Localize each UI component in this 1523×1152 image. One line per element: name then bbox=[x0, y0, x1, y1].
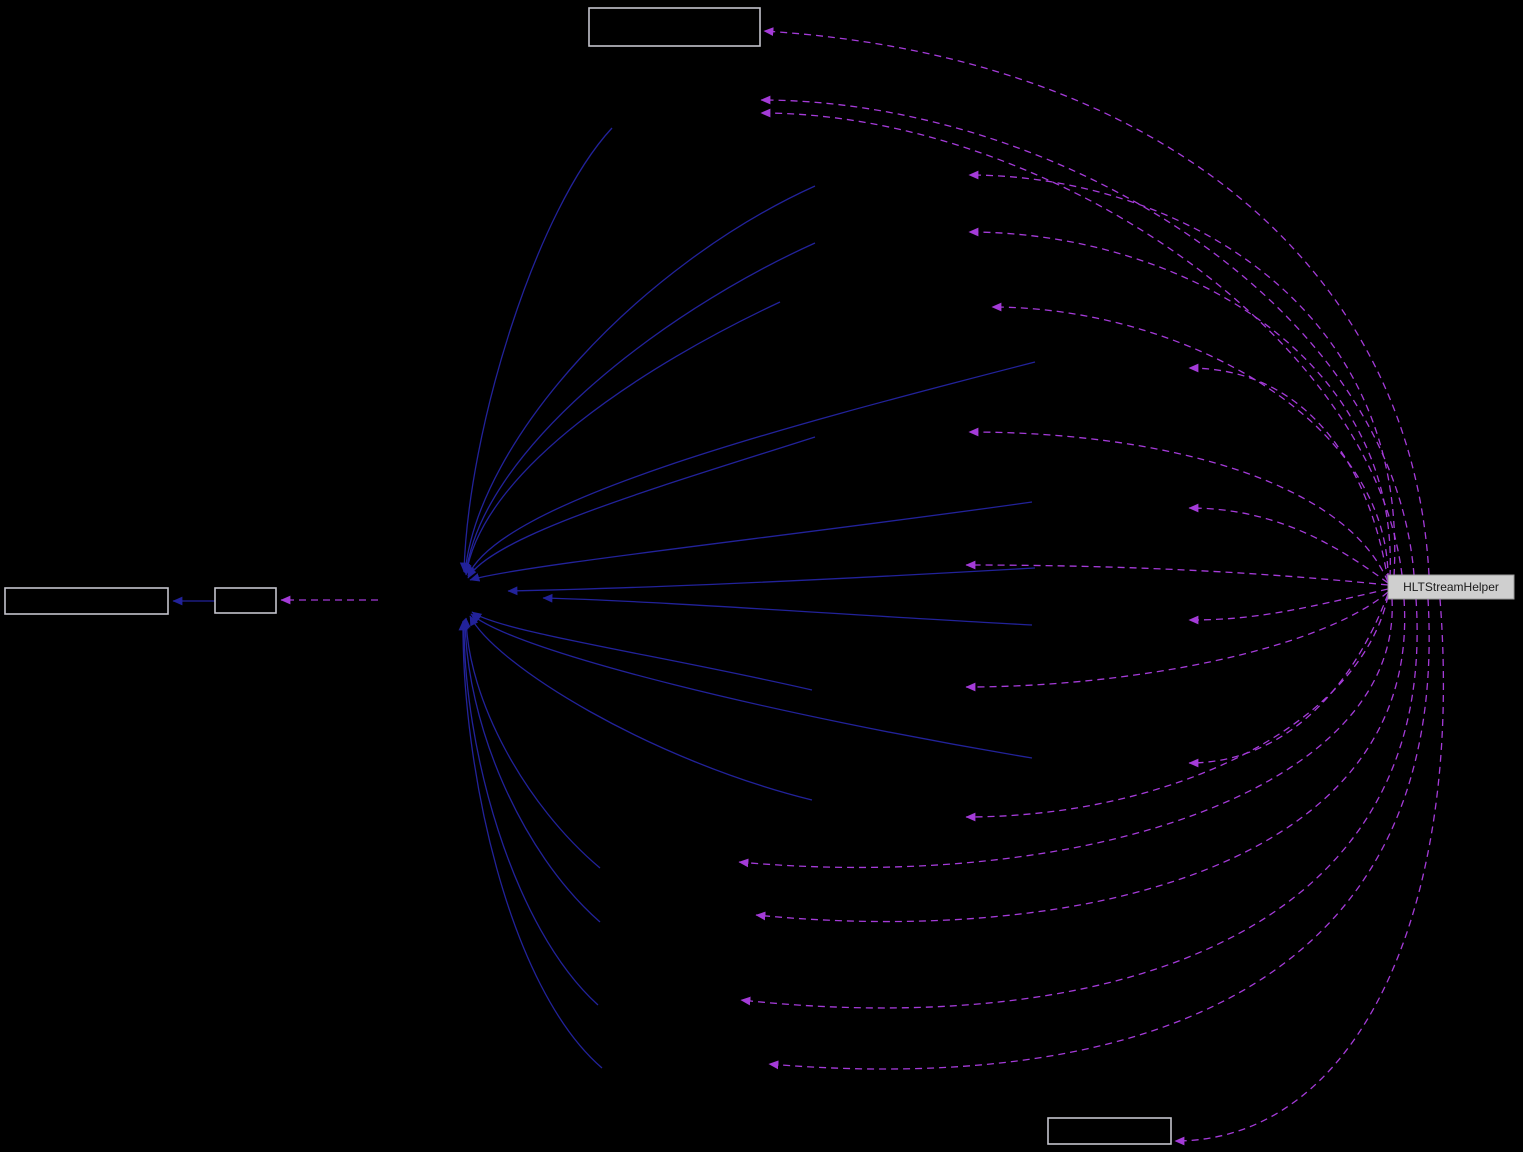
solid-member-edge bbox=[462, 242, 816, 575]
node-box-mid-left[interactable] bbox=[214, 587, 277, 614]
node-box-left[interactable] bbox=[4, 587, 169, 615]
node-label: HLTStreamHelper bbox=[1403, 580, 1499, 594]
dashed-dependency-edge bbox=[1174, 598, 1445, 1146]
solid-member-edge bbox=[467, 361, 1036, 577]
solid-member-edge bbox=[461, 617, 601, 869]
dashed-dependency-edge bbox=[738, 598, 1393, 869]
dashed-dependency-edge bbox=[968, 427, 1389, 583]
node-hltstreamhelper[interactable]: HLTStreamHelper bbox=[1387, 574, 1515, 600]
solid-member-edge bbox=[469, 501, 1033, 582]
dashed-dependency-edge bbox=[768, 598, 1430, 1070]
node-box-bottom[interactable] bbox=[1047, 1117, 1172, 1145]
dashed-dependency-edge bbox=[740, 598, 1418, 1009]
dashed-dependency-edge bbox=[968, 170, 1396, 577]
solid-member-edge bbox=[459, 619, 599, 1006]
solid-member-edge bbox=[467, 436, 816, 579]
dashed-dependency-edge bbox=[1188, 588, 1389, 625]
dashed-dependency-edge bbox=[755, 598, 1406, 923]
node-box[interactable] bbox=[1047, 1117, 1172, 1145]
solid-member-edge bbox=[458, 620, 603, 1069]
solid-member-edge bbox=[459, 127, 613, 573]
dashed-dependency-edge bbox=[965, 595, 1389, 822]
dashed-dependency-edge bbox=[760, 95, 1415, 576]
node-box[interactable] bbox=[1387, 574, 1515, 600]
dashed-dependency-edge bbox=[991, 302, 1389, 581]
dashed-dependency-edge bbox=[1188, 503, 1389, 584]
solid-member-edge bbox=[471, 611, 813, 691]
dashed-dependency-edge bbox=[1188, 593, 1389, 768]
node-box[interactable] bbox=[214, 587, 277, 614]
solid-member-edge bbox=[470, 613, 1033, 759]
solid-member-edge bbox=[542, 593, 1033, 626]
solid-member-edge bbox=[463, 301, 781, 576]
dashed-dependency-edge bbox=[965, 560, 1389, 586]
dashed-dependency-edge bbox=[965, 591, 1389, 692]
dashed-dependency-edge bbox=[1188, 363, 1389, 582]
dashed-dependency-edge bbox=[968, 227, 1391, 578]
dashed-dependency-edge bbox=[760, 108, 1403, 576]
solid-member-edge bbox=[461, 185, 816, 574]
solid-member-edge bbox=[460, 618, 601, 923]
node-box[interactable] bbox=[588, 7, 761, 47]
dashed-dependency-edge bbox=[763, 27, 1430, 576]
solid-member-edge bbox=[507, 567, 1036, 596]
node-box[interactable] bbox=[4, 587, 169, 615]
solid-member-edge bbox=[469, 615, 813, 801]
node-box-top[interactable] bbox=[588, 7, 761, 47]
